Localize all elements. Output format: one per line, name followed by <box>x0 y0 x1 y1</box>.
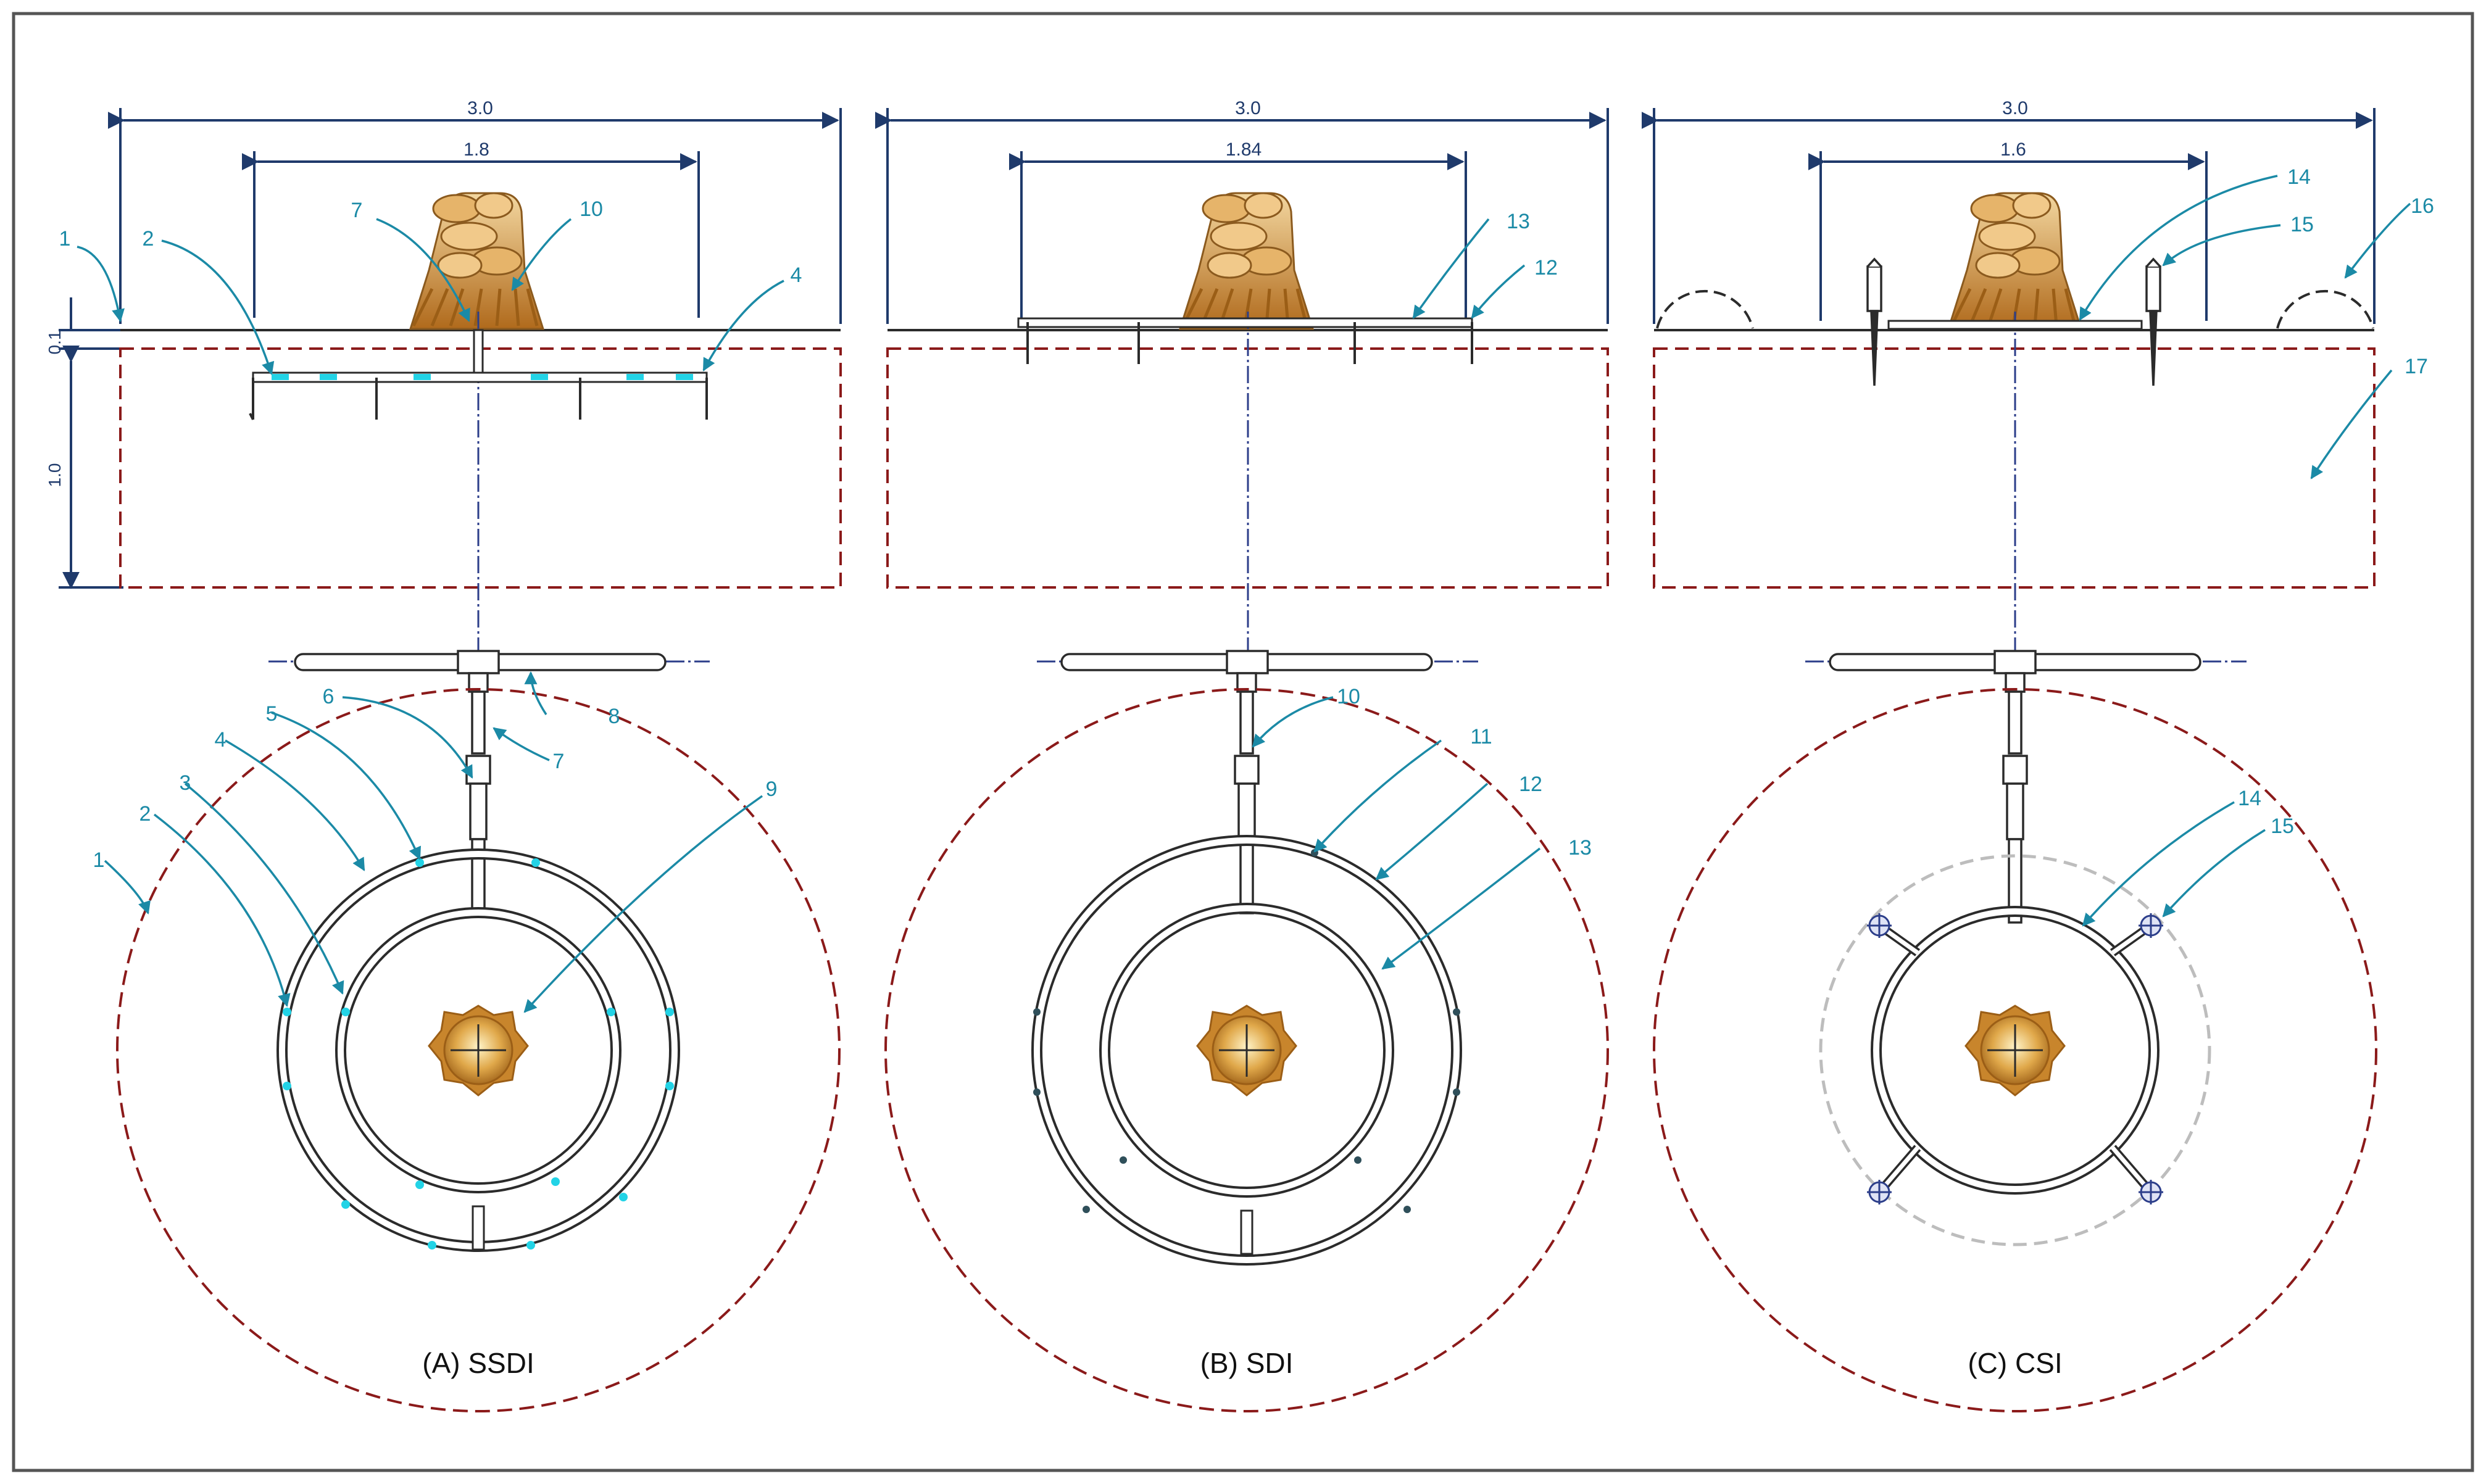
callout-plan-b-0: 10 <box>1337 685 1360 708</box>
emitters-plan-a <box>283 858 674 1250</box>
callout-elev-a-0: 1 <box>59 227 71 251</box>
dimension-inner-c <box>1808 151 2208 321</box>
header-pipe-a <box>268 650 710 674</box>
caption-a: (A) SSDI <box>422 1347 534 1379</box>
plant-elevation-c <box>1947 192 2083 330</box>
callout-elev-a-3: 10 <box>580 197 603 221</box>
depth-label-bottom-a: 1.0 <box>45 463 64 487</box>
dim-inner-label-c: 1.6 <box>2000 139 2026 160</box>
caption-b: (B) SDI <box>1200 1347 1294 1379</box>
callout-plan-b-2: 12 <box>1519 773 1542 796</box>
dim-outer-label-a: 3.0 <box>467 98 493 118</box>
buried-lateral-a <box>249 371 708 420</box>
depth-label-top-a: 0.1 <box>45 331 64 355</box>
callout-plan-b-1: 11 <box>1470 725 1492 748</box>
dim-outer-label-b: 3.0 <box>1235 98 1261 118</box>
dimension-inner-b <box>1008 151 1467 321</box>
callouts-plan-b <box>1252 696 1541 970</box>
callout-elev-b-0: 13 <box>1507 210 1530 233</box>
wetting-boundary-c <box>1653 688 2377 1412</box>
plant-plan-a <box>428 1005 529 1096</box>
panel-b: 3.0 1.84 <box>875 98 1609 1412</box>
surface-lateral-c <box>1887 320 2143 330</box>
emitters-plan-b <box>1033 849 1460 1213</box>
wetting-boundary-b <box>884 688 1609 1412</box>
plant-plan-c <box>1964 1005 2066 1096</box>
callout-elev-c-2: 16 <box>2411 194 2434 218</box>
dim-outer-label-c: 3.0 <box>2002 98 2028 118</box>
callout-plan-a-3: 5 <box>266 702 278 726</box>
callout-plan-a-4: 4 <box>215 728 227 752</box>
callout-plan-a-5: 3 <box>180 771 191 795</box>
depth-dimension-a <box>59 297 123 589</box>
dimension-outer-b <box>875 108 1609 324</box>
panel-c: 3.0 1.6 <box>1641 98 2434 1412</box>
wetted-bulb-left-c <box>1656 289 1754 329</box>
callouts-elev-b <box>1412 218 1526 319</box>
callout-plan-b-3: 13 <box>1568 836 1592 860</box>
sprinkler-stake-left-c <box>1866 257 1882 386</box>
header-pipe-c <box>1805 650 2247 674</box>
callout-elev-b-1: 12 <box>1534 256 1558 280</box>
dim-inner-label-a: 1.8 <box>464 139 489 160</box>
plant-elevation-b <box>1178 192 1315 330</box>
callout-plan-a-2: 7 <box>553 750 565 773</box>
plant-plan-b <box>1196 1005 1297 1096</box>
callouts-elev-c <box>2079 175 2411 479</box>
callout-plan-c-1: 15 <box>2271 815 2294 838</box>
wetted-bulb-right-c <box>2276 289 2374 329</box>
callout-elev-a-4: 4 <box>791 263 802 287</box>
panel-a: 3.0 1.8 0.1 1.0 <box>45 98 842 1412</box>
soil-zone-a <box>119 347 842 589</box>
surface-lateral-b <box>1017 317 1473 364</box>
valve-assembly-b <box>1234 672 1260 914</box>
header-pipe-b <box>1037 650 1478 674</box>
ring-connector-b <box>1240 1209 1253 1255</box>
callouts-elev-a <box>77 218 784 375</box>
dim-inner-label-b: 1.84 <box>1226 139 1262 160</box>
callout-plan-a-1: 8 <box>609 705 620 728</box>
figure-frame <box>12 12 2474 1472</box>
caption-c: (C) CSI <box>1968 1347 2062 1379</box>
callout-plan-c-0: 14 <box>2238 787 2261 810</box>
valve-assembly-a <box>465 672 491 914</box>
dimension-outer-a <box>107 108 842 324</box>
valve-assembly-c <box>2002 672 2028 924</box>
callout-plan-a-7: 1 <box>93 848 105 872</box>
callout-elev-c-3: 17 <box>2405 355 2428 378</box>
callout-plan-a-0: 6 <box>323 685 335 708</box>
sprinkler-coverage-c <box>1819 854 2211 1246</box>
callout-plan-a-6: 2 <box>139 802 151 826</box>
wetting-boundary-a <box>116 688 841 1412</box>
plant-elevation-a <box>409 192 545 330</box>
callouts-plan-c <box>2082 801 2266 927</box>
callout-elev-c-0: 14 <box>2287 165 2311 189</box>
ring-connector-a <box>472 1205 485 1251</box>
callouts-plan-a <box>104 671 763 1013</box>
callout-elev-a-1: 2 <box>143 227 154 251</box>
dimension-inner-a <box>241 151 700 318</box>
sprinkler-heads-c <box>1867 913 2163 1204</box>
callout-elev-c-1: 15 <box>2290 213 2314 236</box>
sprinkler-stake-right-c <box>2145 257 2161 386</box>
callout-elev-a-2: 7 <box>351 199 363 222</box>
dimension-outer-c <box>1641 108 2376 324</box>
callout-plan-a-8: 9 <box>766 777 778 801</box>
